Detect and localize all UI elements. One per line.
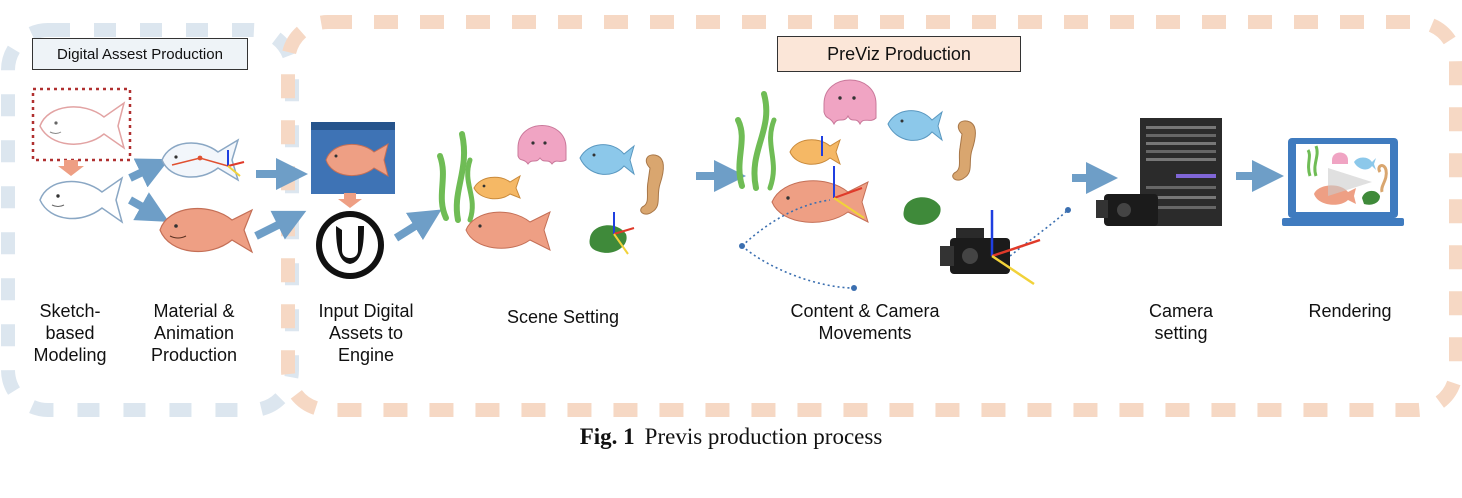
step-label-sketch-modeling: Sketch- based Modeling — [33, 301, 107, 365]
down-arrow-salmon — [58, 160, 84, 176]
jellyfish-icon — [823, 79, 877, 126]
seahorse-icon — [952, 120, 976, 181]
step-label-input-assets: Input Digital Assets to Engine — [318, 301, 414, 365]
fish-icon — [473, 174, 521, 200]
down-arrow-salmon — [338, 193, 362, 208]
camera-path — [1009, 209, 1069, 257]
flow-arrow — [128, 158, 170, 188]
camera-path — [741, 245, 855, 289]
movie-camera-icon — [1096, 194, 1158, 226]
engine-window — [311, 122, 395, 194]
seaweed-icon — [735, 91, 777, 191]
turtle-icon — [903, 197, 941, 225]
fish-icon — [39, 176, 124, 224]
seahorse-icon — [640, 154, 664, 215]
camera-settings-panel — [1140, 118, 1222, 226]
figure-caption-text: Previs production process — [644, 424, 883, 449]
seaweed-icon — [437, 131, 475, 223]
previz-group-border — [281, 15, 1462, 417]
fish-icon — [789, 136, 841, 166]
jellyfish-icon — [517, 125, 567, 165]
fish-icon — [887, 110, 943, 142]
fish-icon — [579, 144, 635, 176]
digital-group-title: Digital Assest Production — [32, 38, 248, 70]
step-label-camera-setting: Camera setting — [1148, 301, 1214, 343]
unreal-engine-logo-icon — [316, 211, 384, 279]
flow-arrow — [393, 209, 442, 242]
figure-caption: Fig. 1 Previs production process — [0, 424, 1462, 450]
previz-group-title: PreViz Production — [777, 36, 1021, 72]
movie-camera-icon — [940, 210, 1041, 286]
monitor-icon — [1282, 138, 1404, 226]
flow-arrow — [254, 210, 307, 240]
camera-path — [741, 199, 831, 247]
fish-icon — [159, 207, 254, 254]
turtle-icon — [589, 212, 635, 255]
fish-icon — [771, 166, 869, 223]
figure-number: Fig. 1 — [579, 424, 635, 449]
fish-icon — [39, 101, 126, 150]
step-label-scene-setting: Scene Setting — [506, 307, 620, 327]
fish-icon — [161, 138, 245, 182]
step-label-material-animation: Material & Animation Production — [150, 301, 238, 365]
step-label-content-camera: Content & Camera Movements — [790, 301, 940, 343]
step-label-rendering: Rendering — [1308, 301, 1392, 321]
fish-icon — [465, 211, 551, 251]
flow-arrow — [128, 192, 169, 222]
